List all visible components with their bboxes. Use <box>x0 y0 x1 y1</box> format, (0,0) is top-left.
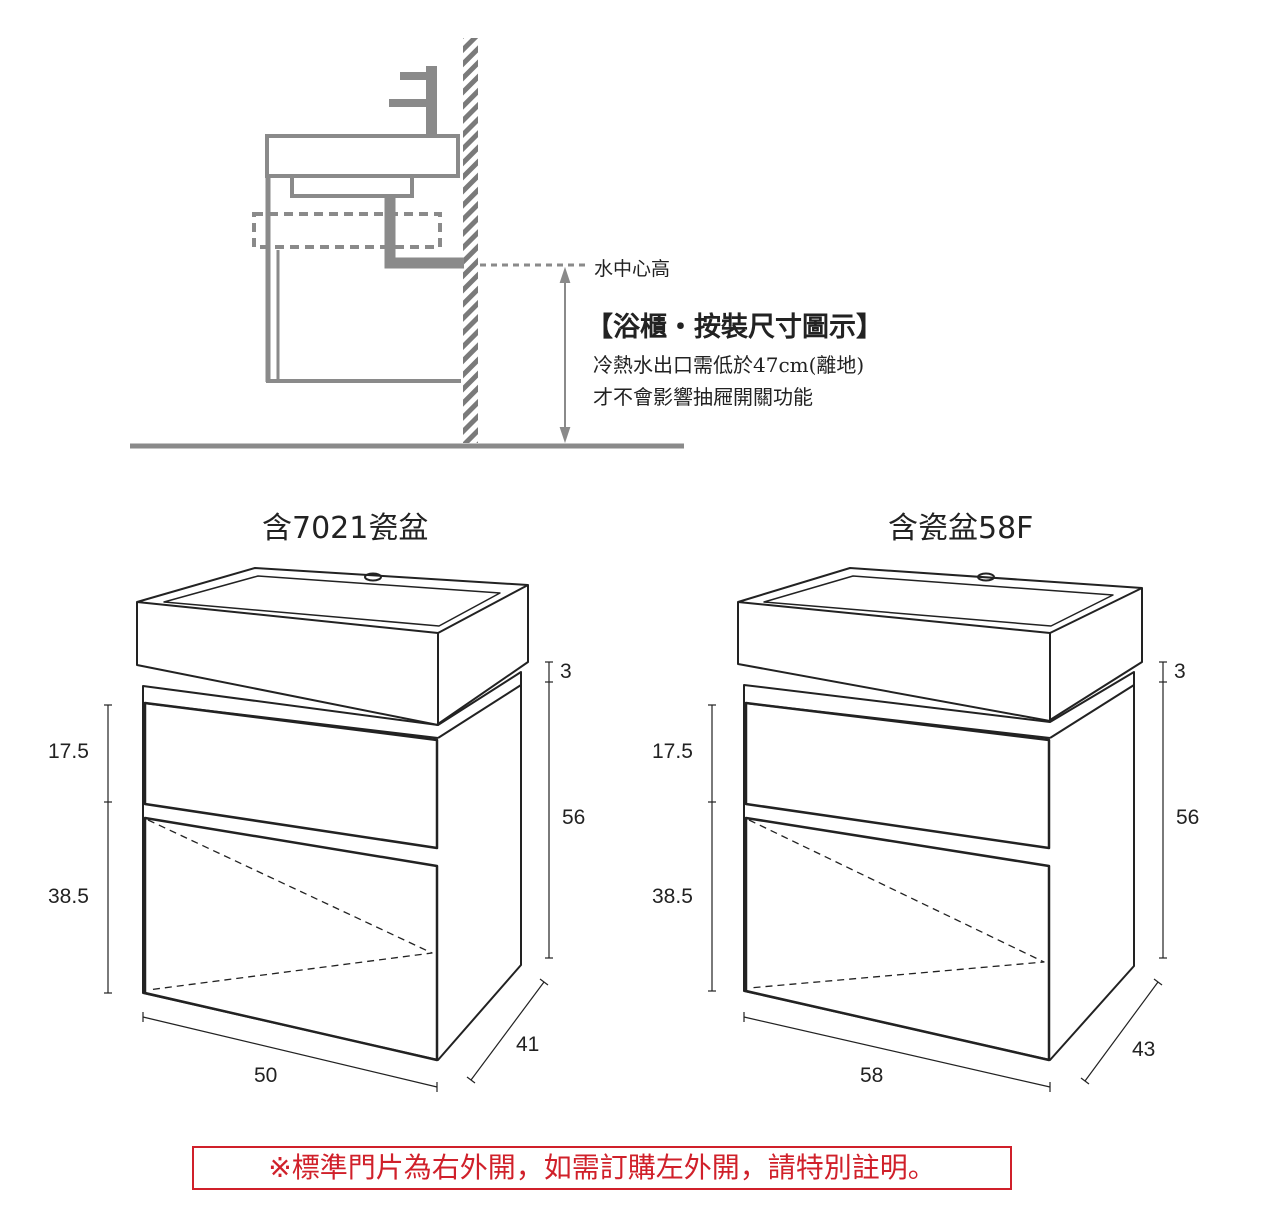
cabinet-1-lower-drawer <box>143 816 439 1062</box>
install-note-line1: 冷熱水出口需低於47cm(離地) <box>593 353 865 377</box>
cabinet-2-faucet-hole <box>977 572 995 582</box>
cabinet-2-dim-width: 58 <box>860 1064 884 1087</box>
cabinet-2-dim-depth: 43 <box>1132 1038 1156 1061</box>
cabinet-2-dim-height: 56 <box>1176 806 1200 829</box>
cabinet-1-body <box>142 671 522 1061</box>
basin-bowl <box>290 178 414 198</box>
water-height-arrow <box>559 266 571 444</box>
install-note-line2: 才不會影響抽屜開關功能 <box>593 385 813 409</box>
install-heading: 【浴櫃・按裝尺寸圖示】 <box>586 312 883 343</box>
cabinet-2-dim-lower: 38.5 <box>652 885 693 908</box>
cabinet-2-dim-top: 3 <box>1174 660 1186 683</box>
cabinet-1-dim-height: 56 <box>562 806 586 829</box>
cabinet-1-dim-lower: 38.5 <box>48 885 89 908</box>
cabinet-1-basin <box>136 567 529 726</box>
cabinet-2-basin <box>737 567 1143 722</box>
cabinet-2-dimension-lines <box>708 661 1167 1092</box>
cabinet-1-hinge-dashed <box>147 819 433 991</box>
basin-top <box>265 134 460 178</box>
drawer-dashed-outline <box>252 212 442 249</box>
cabinet-2-hinge-dashed <box>748 819 1045 989</box>
warning-notice: ※標準門片為右外開，如需訂購左外開，請特別註明。 <box>192 1146 1012 1190</box>
faucet <box>389 66 437 139</box>
cabinet-1-dim-depth: 41 <box>516 1033 540 1056</box>
cabinet-2-lower-drawer <box>744 816 1051 1062</box>
install-diagram <box>130 38 684 449</box>
cabinet-2-body <box>743 671 1135 1061</box>
cabinet-1-dimension-lines <box>104 661 553 1092</box>
cabinet-2-dim-upper: 17.5 <box>652 740 693 763</box>
cabinet-1-faucet-hole <box>364 572 382 582</box>
cabinet-1-dim-upper: 17.5 <box>48 740 89 763</box>
drain-pipe <box>384 196 464 269</box>
cabinet-1-dim-top: 3 <box>560 660 572 683</box>
cabinet-2-upper-drawer <box>744 701 1051 850</box>
cabinet-1-title: 含7021瓷盆 <box>262 511 429 546</box>
cabinet-2-title: 含瓷盆58F <box>888 511 1034 546</box>
water-center-label: 水中心高 <box>594 258 671 280</box>
cabinet-1-upper-drawer <box>143 701 439 850</box>
cabinet-1-dim-width: 50 <box>254 1064 278 1087</box>
wall-hatch <box>463 38 478 443</box>
